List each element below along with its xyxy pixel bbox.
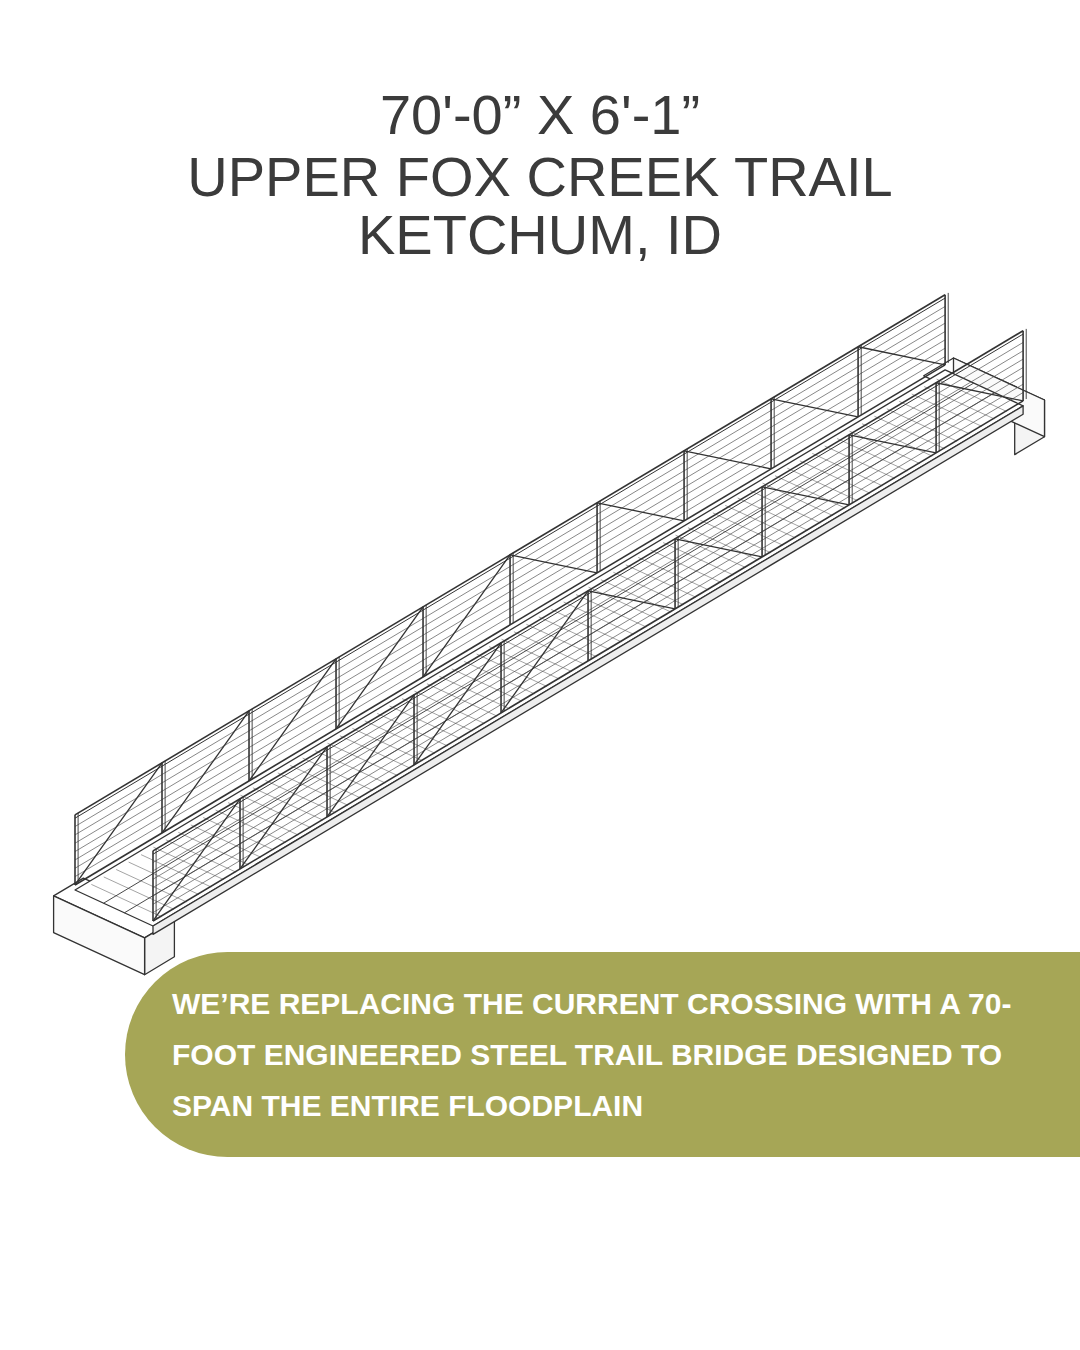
railing-post	[596, 503, 598, 573]
top-chord	[153, 331, 1023, 851]
railing-post	[765, 485, 766, 555]
railing-diagonal	[249, 659, 336, 781]
railing-post	[861, 345, 862, 415]
railing-diagonal	[510, 555, 597, 573]
railing-post	[152, 851, 154, 921]
railing-post	[939, 381, 940, 451]
railing-diagonal	[75, 763, 162, 885]
railing-post	[500, 643, 502, 713]
railing-post	[770, 399, 772, 469]
railing-diagonal	[240, 747, 327, 869]
railing-bar	[153, 376, 1023, 896]
railing-post	[330, 745, 331, 815]
bridge-deck	[75, 370, 1023, 926]
railing-post	[161, 763, 163, 833]
railing-post	[683, 451, 685, 521]
railing-post	[239, 799, 241, 869]
railing-post	[426, 605, 427, 675]
railing-post	[417, 693, 418, 763]
railing-post	[335, 659, 337, 729]
railing-post	[74, 815, 76, 885]
railing-diagonal	[327, 695, 414, 817]
railing-bar	[75, 306, 945, 826]
railing-post	[252, 709, 253, 779]
bottom-chord	[153, 401, 1023, 921]
deck-edge	[153, 406, 1023, 935]
railing-post	[422, 607, 424, 677]
railing-bar	[75, 348, 945, 868]
railing-post	[678, 537, 679, 607]
railing-post	[513, 553, 514, 623]
railing-post	[774, 397, 775, 467]
railing-diagonal	[588, 591, 675, 609]
railing-post	[1026, 329, 1027, 399]
banner-box: WE’RE REPLACING THE CURRENT CROSSING WIT…	[125, 952, 1080, 1157]
railing-post	[935, 383, 937, 453]
railing-post	[857, 347, 859, 417]
railing-post	[852, 433, 853, 503]
railing-bar	[75, 323, 945, 843]
railing-post	[848, 435, 850, 505]
railing-bar	[153, 384, 1023, 904]
railing-bar	[153, 351, 1023, 871]
railing-post	[600, 501, 601, 571]
railing-diagonal	[162, 711, 249, 833]
railing-post	[948, 293, 949, 363]
railing-diagonal	[501, 591, 588, 713]
railing-diagonal	[858, 347, 945, 365]
railing-diagonal	[675, 539, 762, 557]
railing-diagonal	[597, 503, 684, 521]
railing-diagonal	[153, 799, 240, 921]
railing-bar	[75, 357, 945, 877]
railing-post	[326, 747, 328, 817]
railing-bar	[153, 342, 1023, 862]
railing-post	[339, 657, 340, 727]
deck-stripe	[104, 383, 974, 903]
railing-bar	[153, 367, 1023, 887]
dimension-label: 70'-0” X 6'-1”	[0, 86, 1080, 144]
bridge-drawing	[54, 293, 1045, 975]
railing-diagonal	[849, 435, 936, 453]
railing-post	[243, 797, 244, 867]
banner-text: WE’RE REPLACING THE CURRENT CROSSING WIT…	[172, 978, 1052, 1131]
railing-post	[504, 641, 505, 711]
railing-diagonal	[936, 383, 1023, 401]
railing-diagonal	[414, 643, 501, 765]
top-chord	[75, 298, 945, 818]
title: UPPER FOX CREEK TRAIL KETCHUM, ID	[170, 148, 910, 264]
railing-bar	[75, 340, 945, 860]
railing-diagonal	[336, 607, 423, 729]
railing-diagonal	[762, 487, 849, 505]
railing-post	[1022, 331, 1024, 401]
top-chord	[75, 295, 945, 815]
railing-diagonal	[684, 451, 771, 469]
railing-post	[165, 761, 166, 831]
railing-post	[591, 589, 592, 659]
bottom-chord	[75, 365, 945, 885]
railing-post	[156, 849, 157, 919]
railing-post	[761, 487, 763, 557]
railing-post	[674, 539, 676, 609]
railing-post	[587, 591, 589, 661]
railing-post	[944, 295, 946, 365]
railing-post	[78, 813, 79, 883]
railing-bar	[75, 315, 945, 835]
railing-post	[248, 711, 250, 781]
top-chord	[153, 334, 1023, 854]
railing-diagonal	[423, 555, 510, 677]
railing-bar	[153, 393, 1023, 913]
railing-diagonal	[771, 399, 858, 417]
railing-post	[509, 555, 511, 625]
railing-post	[413, 695, 415, 765]
railing-bar	[153, 359, 1023, 879]
railing-post	[687, 449, 688, 519]
railing-bar	[75, 331, 945, 851]
